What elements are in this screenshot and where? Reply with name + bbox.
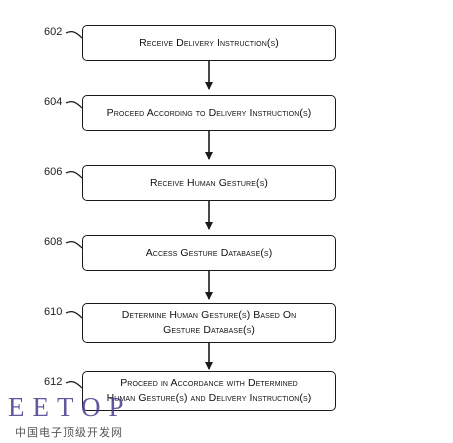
step-608-label: Access Gesture Database(s) <box>145 246 273 259</box>
step-610-label: Determine Human Gesture(s) Based On Gest… <box>121 309 297 336</box>
step-602-label: Receive Delivery Instruction(s) <box>139 36 279 49</box>
watermark-logo: EETOP <box>8 392 132 422</box>
step-610-box: Determine Human Gesture(s) Based On Gest… <box>82 303 336 343</box>
leader-602 <box>65 31 83 39</box>
step-604-ref: 604 <box>44 96 63 108</box>
step-608-ref: 608 <box>44 236 63 248</box>
leader-608 <box>65 241 83 249</box>
step-602-box: Receive Delivery Instruction(s) <box>82 25 336 61</box>
step-612-label: Proceed in Accordance with Determined Hu… <box>106 377 312 404</box>
step-606-label: Receive Human Gesture(s) <box>150 176 268 189</box>
step-604-label: Proceed According to Delivery Instructio… <box>106 106 312 119</box>
step-610-ref: 610 <box>44 306 63 318</box>
step-604-box: Proceed According to Delivery Instructio… <box>82 95 336 131</box>
leader-610 <box>65 311 83 319</box>
leader-604 <box>65 101 83 109</box>
leader-612 <box>65 381 83 389</box>
step-606-box: Receive Human Gesture(s) <box>82 165 336 201</box>
step-612-box: Proceed in Accordance with Determined Hu… <box>82 371 336 411</box>
step-602-ref: 602 <box>44 26 63 38</box>
leader-606 <box>65 171 83 179</box>
step-606-ref: 606 <box>44 166 63 178</box>
watermark-tagline: 中国电子顶级开发网 <box>15 426 123 439</box>
step-608-box: Access Gesture Database(s) <box>82 235 336 271</box>
step-612-ref: 612 <box>44 376 63 388</box>
